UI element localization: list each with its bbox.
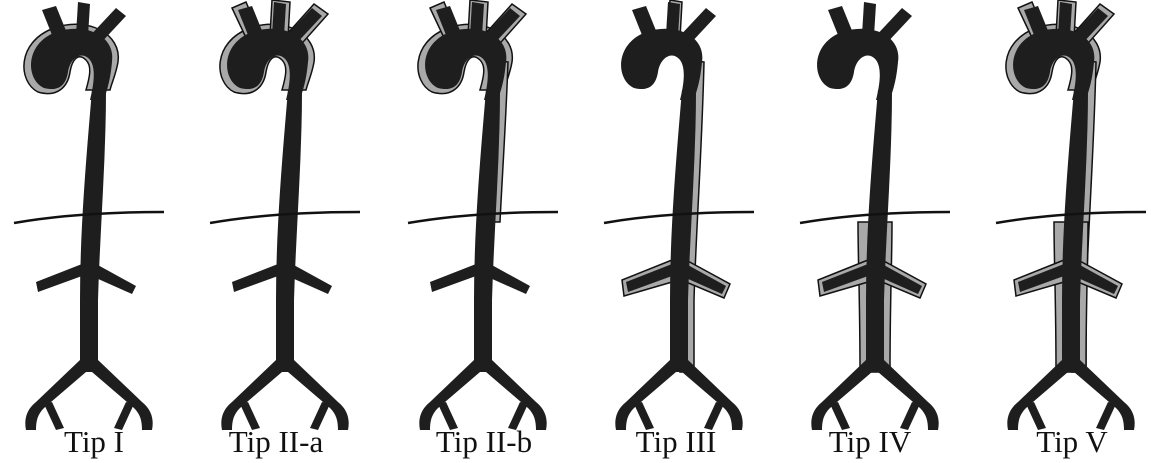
panel-label: Tip V [1036,424,1108,459]
panel-2 [210,0,360,430]
aorta-silhouette [615,2,742,430]
panel-4 [604,0,754,430]
panel-6 [996,0,1146,430]
panel-label: Tip III [636,424,717,459]
panel-1 [14,2,164,430]
panel-label: Tip I [64,424,124,459]
panel-label: Tip II-a [229,424,324,459]
panel-label: Tip II-b [436,424,532,459]
panel-3 [408,0,558,430]
panel-label: Tip IV [829,424,912,459]
aorta-silhouette [811,2,938,430]
panel-5 [800,2,950,430]
